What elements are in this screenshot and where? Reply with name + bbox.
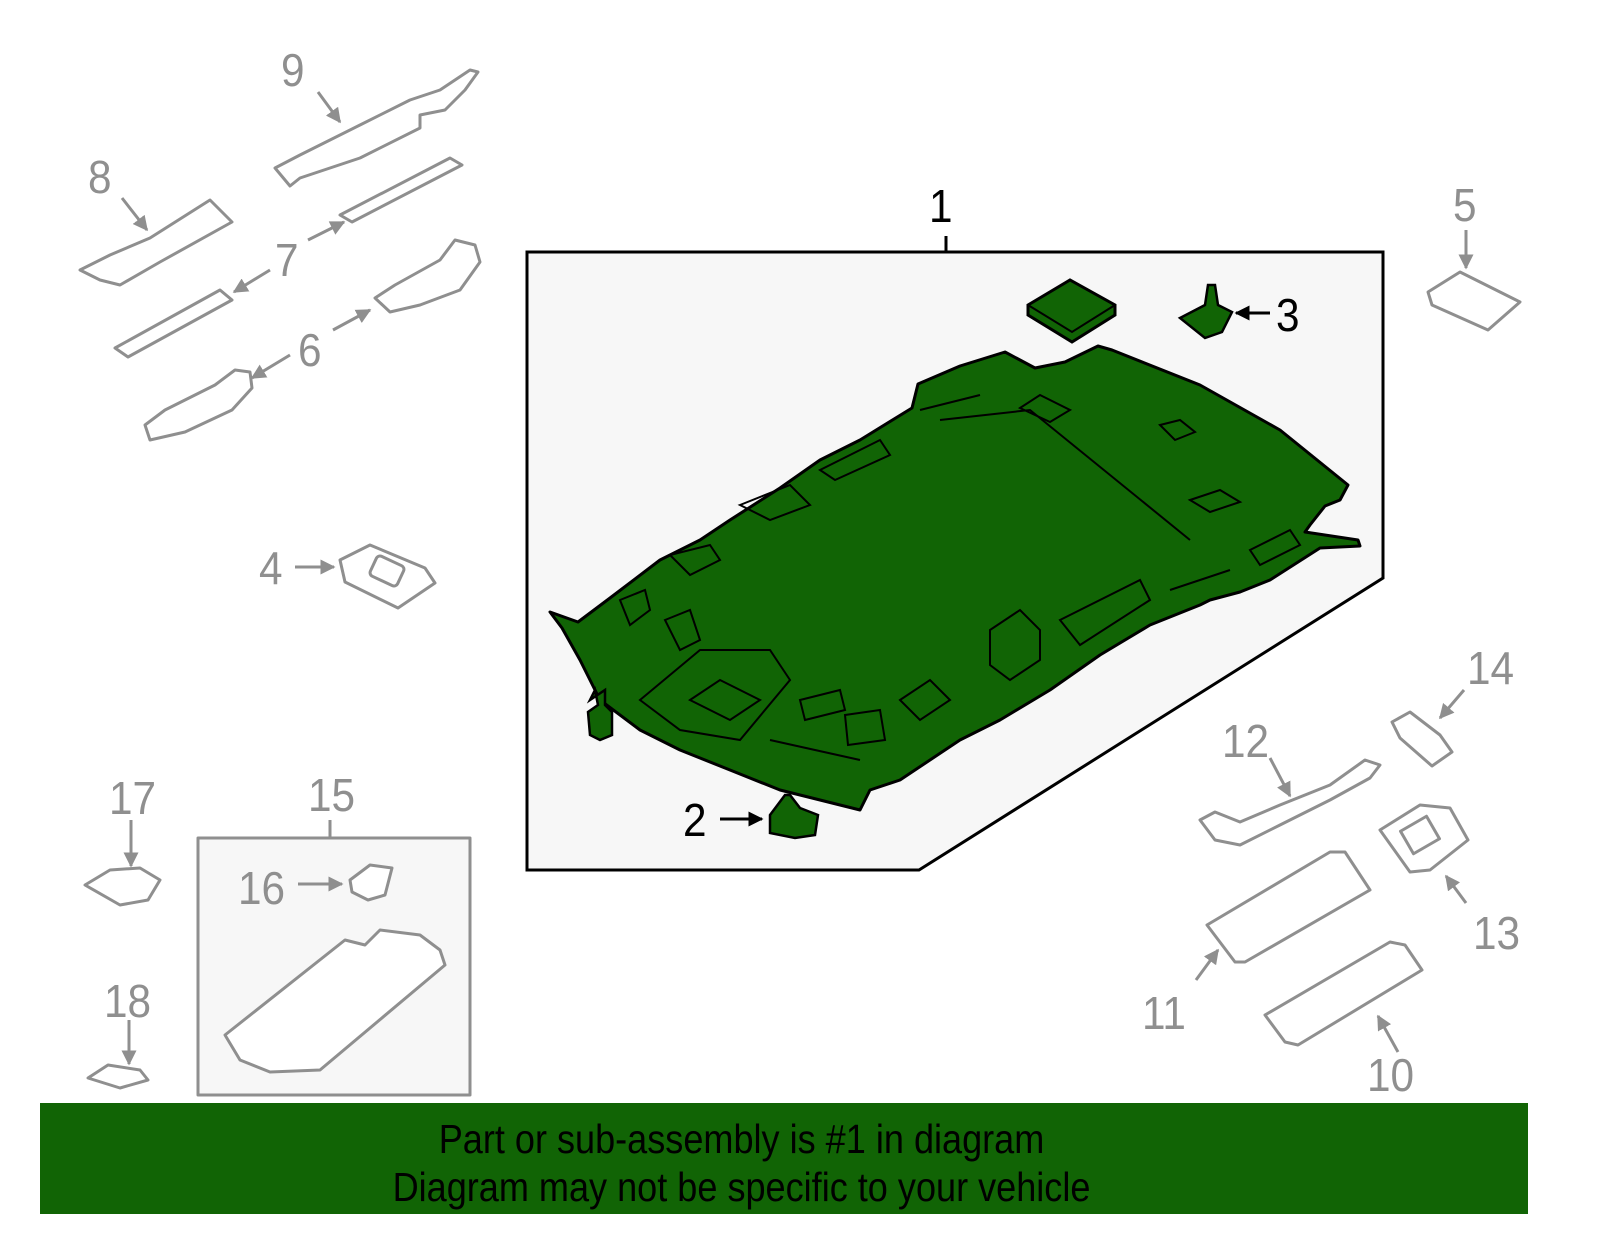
part-4-bracket[interactable]	[295, 543, 437, 610]
part-15-sun-visor[interactable]	[223, 928, 447, 1074]
part-11-console[interactable]	[1194, 850, 1372, 981]
part-7-strips[interactable]	[113, 156, 464, 359]
headliner-part-1[interactable]	[548, 344, 1362, 812]
part-17-clip[interactable]	[83, 820, 162, 907]
banner-line-1: Part or sub-assembly is #1 in diagram	[438, 1116, 1045, 1162]
part-12-bracket[interactable]	[1198, 757, 1382, 847]
callout-14[interactable]: 14	[1467, 642, 1515, 694]
callout-18[interactable]: 18	[104, 975, 152, 1027]
clip-part-3[interactable]	[1177, 283, 1270, 340]
part-8-trim[interactable]	[78, 197, 234, 287]
callout-8[interactable]: 8	[88, 151, 112, 203]
part-10-lamp[interactable]	[1263, 940, 1424, 1053]
callout-15[interactable]: 15	[308, 769, 356, 821]
clip-part-2-left[interactable]	[586, 686, 614, 742]
info-banner: Part or sub-assembly is #1 in diagram Di…	[40, 1103, 1528, 1214]
part-18-holder[interactable]	[86, 1020, 150, 1090]
part-6-grab-handles[interactable]	[143, 238, 482, 442]
part-16-clip[interactable]	[298, 863, 394, 902]
banner-line-2: Diagram may not be specific to your vehi…	[392, 1164, 1091, 1210]
callout-1[interactable]: 1	[929, 180, 953, 232]
callout-2[interactable]: 2	[683, 794, 707, 846]
callout-17[interactable]: 17	[109, 772, 157, 824]
callout-11[interactable]: 11	[1142, 987, 1186, 1039]
callout-7[interactable]: 7	[275, 234, 299, 286]
part-9-trim[interactable]	[273, 68, 480, 188]
part-14-clip[interactable]	[1390, 689, 1466, 768]
callout-13[interactable]: 13	[1473, 907, 1521, 959]
part-5-pad[interactable]	[1426, 230, 1522, 332]
callout-12[interactable]: 12	[1222, 715, 1270, 767]
callout-3[interactable]: 3	[1276, 289, 1300, 341]
part-13-module[interactable]	[1378, 803, 1470, 904]
pad-part[interactable]	[1026, 278, 1117, 344]
callout-6[interactable]: 6	[298, 324, 322, 376]
callout-9[interactable]: 9	[281, 44, 305, 96]
callout-4[interactable]: 4	[259, 542, 283, 594]
callout-10[interactable]: 10	[1367, 1049, 1415, 1101]
callout-5[interactable]: 5	[1453, 179, 1477, 231]
clip-part-2[interactable]	[720, 793, 820, 840]
callout-16[interactable]: 16	[238, 862, 286, 914]
